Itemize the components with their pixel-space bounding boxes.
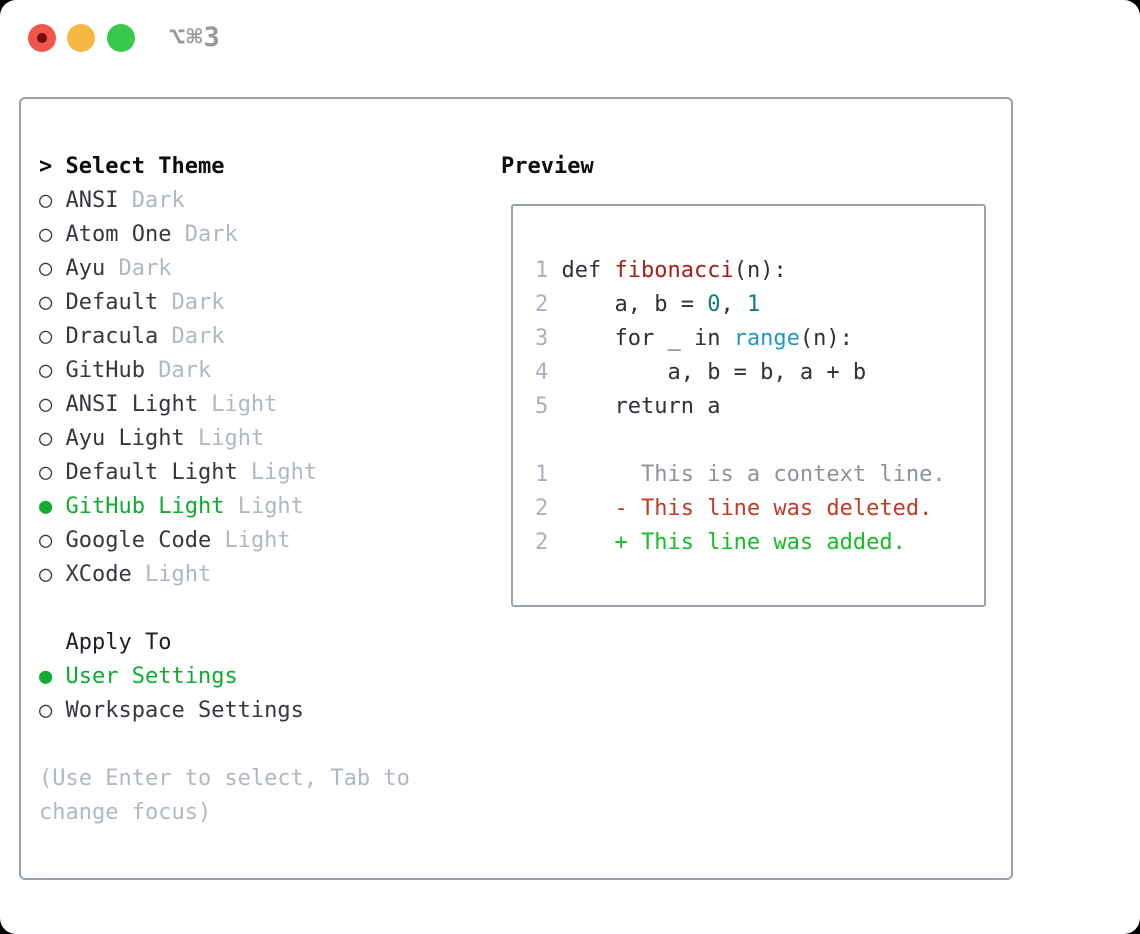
- theme-option-ansi[interactable]: ○ ANSI Dark: [39, 184, 410, 218]
- preview-line: 5 return a: [535, 394, 721, 419]
- option-label: Atom One: [65, 222, 172, 247]
- cursor-prefix: >: [39, 154, 66, 179]
- radio-unselected-icon: ○: [39, 562, 66, 587]
- preview-line: 2 - This line was deleted.: [535, 496, 933, 521]
- select-theme-label: Select Theme: [65, 154, 225, 179]
- theme-option-ansi-light[interactable]: ○ ANSI Light Light: [39, 388, 410, 422]
- radio-unselected-icon: ○: [39, 188, 66, 213]
- theme-options: ○ ANSI Dark○ Atom One Dark○ Ayu Dark○ De…: [39, 184, 410, 592]
- preview-line: 1 def fibonacci(n):: [535, 258, 787, 283]
- radio-unselected-icon: ○: [39, 256, 66, 281]
- apply-options: ● User Settings○ Workspace Settings: [39, 660, 410, 728]
- titlebar: ⌥⌘3: [0, 0, 1140, 97]
- theme-option-google-code[interactable]: ○ Google Code Light: [39, 524, 410, 558]
- option-label: ANSI: [65, 188, 119, 213]
- variant-tag: Dark: [158, 324, 225, 349]
- preview-header: Preview: [501, 154, 594, 179]
- radio-unselected-icon: ○: [39, 528, 66, 553]
- option-label: GitHub Light: [65, 494, 225, 519]
- option-label: ANSI Light: [65, 392, 198, 417]
- radio-unselected-icon: ○: [39, 222, 66, 247]
- radio-unselected-icon: ○: [39, 392, 66, 417]
- preview-line: 4 a, b = b, a + b: [535, 360, 867, 385]
- option-label: User Settings: [65, 664, 238, 689]
- variant-tag: Dark: [105, 256, 172, 281]
- theme-option-ayu-light[interactable]: ○ Ayu Light Light: [39, 422, 410, 456]
- variant-tag: Dark: [171, 222, 238, 247]
- apply-option-user-settings[interactable]: ● User Settings: [39, 660, 410, 694]
- theme-list: > Select Theme ○ ANSI Dark○ Atom One Dar…: [39, 150, 410, 830]
- theme-option-atom-one[interactable]: ○ Atom One Dark: [39, 218, 410, 252]
- variant-tag: Dark: [158, 290, 225, 315]
- option-label: XCode: [65, 562, 132, 587]
- help-line: change focus): [39, 800, 212, 825]
- option-label: Ayu: [65, 256, 106, 281]
- variant-tag: Light: [131, 562, 212, 587]
- theme-option-github[interactable]: ○ GitHub Dark: [39, 354, 410, 388]
- preview-line: 2 a, b = 0, 1: [535, 292, 761, 317]
- option-label: Ayu Light: [65, 426, 185, 451]
- radio-unselected-icon: ○: [39, 426, 66, 451]
- variant-tag: Dark: [118, 188, 185, 213]
- theme-option-xcode[interactable]: ○ XCode Light: [39, 558, 410, 592]
- variant-tag: Light: [197, 392, 278, 417]
- preview-line: 3 for _ in range(n):: [535, 326, 853, 351]
- select-theme-header: > Select Theme: [39, 150, 410, 184]
- option-label: Google Code: [65, 528, 212, 553]
- zoom-button[interactable]: [107, 24, 135, 52]
- radio-selected-icon: ●: [39, 494, 66, 519]
- preview-line: [535, 424, 962, 458]
- window-title: ⌥⌘3: [169, 22, 221, 53]
- help-text: (Use Enter to select, Tab to change focu…: [39, 762, 410, 830]
- radio-selected-icon: ●: [39, 664, 66, 689]
- preview-line: 2 + This line was added.: [535, 530, 906, 555]
- close-button[interactable]: [28, 24, 56, 52]
- variant-tag: Dark: [144, 358, 212, 383]
- help-line: (Use Enter to select, Tab to: [39, 766, 410, 791]
- variant-tag: Light: [224, 494, 304, 519]
- theme-option-dracula[interactable]: ○ Dracula Dark: [39, 320, 410, 354]
- preview-line: 1 This is a context line.: [535, 462, 946, 487]
- option-label: Default: [65, 290, 159, 315]
- option-label: Dracula: [65, 324, 159, 349]
- minimize-button[interactable]: [67, 24, 95, 52]
- main-panel: > Select Theme ○ ANSI Dark○ Atom One Dar…: [19, 97, 1013, 880]
- variant-tag: Light: [211, 528, 291, 553]
- preview-box: 1 def fibonacci(n): 2 a, b = 0, 1 3 for _ …: [511, 204, 986, 607]
- theme-option-github-light[interactable]: ● GitHub Light Light: [39, 490, 410, 524]
- theme-option-default-light[interactable]: ○ Default Light Light: [39, 456, 410, 490]
- variant-tag: Light: [237, 460, 318, 485]
- radio-unselected-icon: ○: [39, 324, 66, 349]
- theme-option-ayu[interactable]: ○ Ayu Dark: [39, 252, 410, 286]
- radio-unselected-icon: ○: [39, 698, 66, 723]
- apply-option-workspace-settings[interactable]: ○ Workspace Settings: [39, 694, 410, 728]
- variant-tag: Light: [184, 426, 265, 451]
- theme-option-default[interactable]: ○ Default Dark: [39, 286, 410, 320]
- radio-unselected-icon: ○: [39, 460, 66, 485]
- option-label: Workspace Settings: [65, 698, 304, 723]
- option-label: GitHub: [65, 358, 145, 383]
- option-label: Default Light: [65, 460, 238, 485]
- radio-unselected-icon: ○: [39, 358, 66, 383]
- apply-to-header: Apply To: [65, 630, 172, 655]
- radio-unselected-icon: ○: [39, 290, 66, 315]
